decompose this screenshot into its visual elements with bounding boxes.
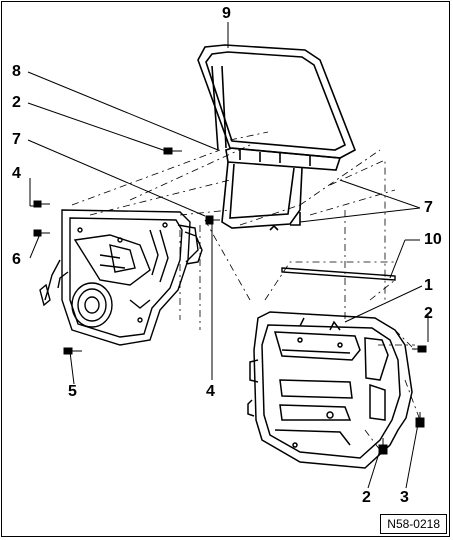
door-shell-part-1	[248, 312, 412, 468]
callout-6: 6	[12, 251, 21, 268]
callout-5: 5	[68, 383, 77, 400]
fasteners	[33, 147, 427, 455]
bolt-icon	[205, 215, 220, 225]
bolt-icon	[378, 438, 388, 455]
callout-2: 2	[12, 94, 21, 111]
callout-9: 9	[222, 5, 231, 22]
bolt-icon	[63, 347, 82, 355]
door-module-assembly	[40, 210, 202, 345]
callout-7: 7	[12, 131, 21, 148]
callout-10: 10	[424, 231, 442, 248]
bolt-icon	[415, 412, 425, 428]
callout-2c: 2	[362, 489, 371, 506]
callout-7b: 7	[424, 199, 433, 216]
window-frame-part-9	[198, 45, 355, 230]
bolt-icon	[412, 345, 427, 353]
callout-3: 3	[400, 489, 409, 506]
bolt-icon	[163, 147, 182, 155]
leader-lines	[27, 22, 429, 489]
callout-4: 4	[12, 165, 21, 182]
bolt-icon	[33, 200, 50, 208]
bolt-icon	[33, 229, 50, 237]
callout-2b: 2	[424, 305, 433, 322]
window-strip-part-10	[282, 268, 395, 280]
callout-8: 8	[12, 63, 21, 80]
callout-1: 1	[424, 277, 433, 294]
callout-4b: 4	[206, 383, 215, 400]
alignment-lines	[71, 131, 421, 451]
figure-reference-code: N58-0218	[380, 514, 447, 534]
